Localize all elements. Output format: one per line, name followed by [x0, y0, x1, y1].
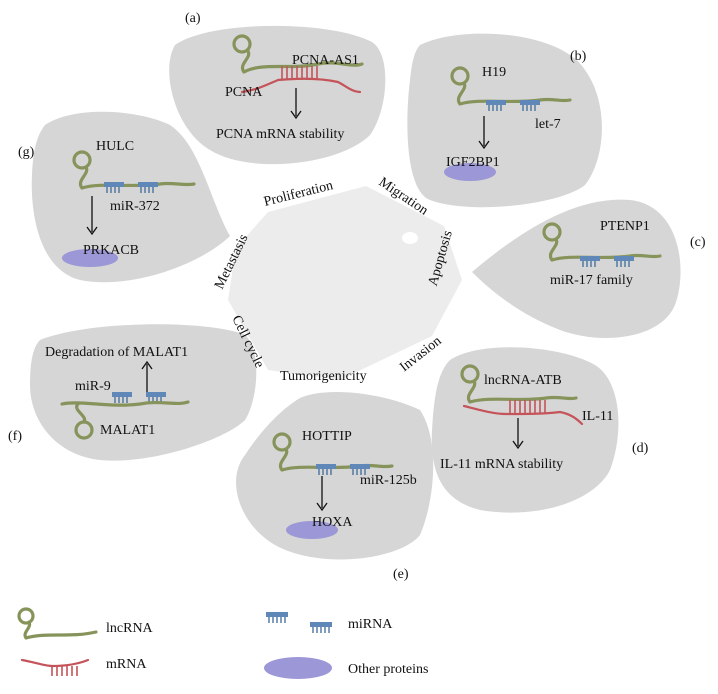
- pcna-mrna: [240, 66, 362, 94]
- panel-g: (g) HULC miR-372 PRKACB: [18, 111, 230, 283]
- lncrna-atb-label: lncRNA-ATB: [484, 373, 562, 388]
- pcna-label: PCNA: [225, 85, 263, 100]
- panel-e-letter: (e): [393, 567, 409, 582]
- hallmark-tumorigenicity: Tumorigenicity: [280, 369, 367, 384]
- panel-c: (c) PTENP1 miR-17 family: [472, 199, 706, 338]
- central-hub: [228, 186, 462, 380]
- igf2bp1-label: IGF2BP1: [446, 155, 500, 170]
- malat1-label: MALAT1: [100, 423, 155, 438]
- legend-mrna-label: mRNA: [106, 657, 147, 672]
- panel-f-letter: (f): [8, 429, 22, 444]
- prkacb-protein: [62, 249, 118, 267]
- legend-mirna-symbol: [266, 612, 332, 633]
- mir9-label: miR-9: [75, 379, 111, 394]
- hulc-label: HULC: [96, 139, 134, 154]
- il11-outcome: IL-11 mRNA stability: [440, 457, 563, 472]
- mir372-mirna: [104, 182, 158, 193]
- legend-lncrna-label: lncRNA: [106, 621, 154, 636]
- hoxa-protein: [286, 521, 338, 539]
- pcna-as1-label: PCNA-AS1: [292, 53, 359, 68]
- pcna-as1-lncrna: [232, 34, 364, 74]
- igf2bp1-protein: [444, 163, 496, 181]
- hottip-label: HOTTIP: [302, 429, 352, 444]
- mir125b-mirna: [316, 464, 370, 475]
- panel-d-letter: (d): [632, 441, 649, 456]
- prkacb-label: PRKACB: [83, 243, 139, 258]
- panel-b: (b) H19 let-7 IGF2BP1: [407, 33, 602, 208]
- pcna-outcome: PCNA mRNA stability: [216, 127, 344, 142]
- panel-g-letter: (g): [18, 145, 35, 160]
- panel-a-letter: (a): [185, 11, 201, 26]
- mir372-label: miR-372: [110, 199, 160, 214]
- panel-c-letter: (c): [690, 235, 706, 250]
- panel-e: (e) HOTTIP miR-125b HOXA: [236, 391, 434, 582]
- legend-proteins-label: Other proteins: [348, 662, 428, 677]
- mir125b-label: miR-125b: [360, 473, 417, 488]
- panel-a: (a) PCNA-AS1 PCNA PCNA mRNA stability: [169, 11, 386, 165]
- panel-d: (d) lncRNA-ATB IL-11 IL-11 mRNA stabilit…: [431, 347, 649, 513]
- malat1-outcome: Degradation of MALAT1: [45, 345, 188, 360]
- let7-label: let-7: [535, 117, 561, 132]
- panel-f: (f) Degradation of MALAT1 miR-9 MALAT1: [8, 324, 257, 461]
- malat1-lncrna: [60, 400, 190, 440]
- panel-b-letter: (b): [570, 49, 587, 64]
- legend-protein-symbol: [264, 657, 332, 679]
- lncrna-atb-lncrna: [460, 364, 578, 404]
- ptenp1-label: PTENP1: [600, 219, 650, 234]
- legend: lncRNA mRNA miRNA Other proteins: [17, 607, 428, 679]
- mir17-label: miR-17 family: [550, 273, 633, 288]
- hub-highlight: [402, 232, 418, 244]
- mir17-mirna: [580, 256, 634, 267]
- h19-label: H19: [482, 65, 506, 80]
- let7-mirna: [486, 100, 540, 111]
- legend-lncrna-symbol: [17, 607, 98, 640]
- legend-mrna-symbol: [20, 658, 90, 676]
- legend-mirna-label: miRNA: [348, 617, 393, 632]
- hoxa-label: HOXA: [312, 515, 353, 530]
- il11-label: IL-11: [582, 409, 613, 424]
- il11-mrna: [462, 400, 584, 426]
